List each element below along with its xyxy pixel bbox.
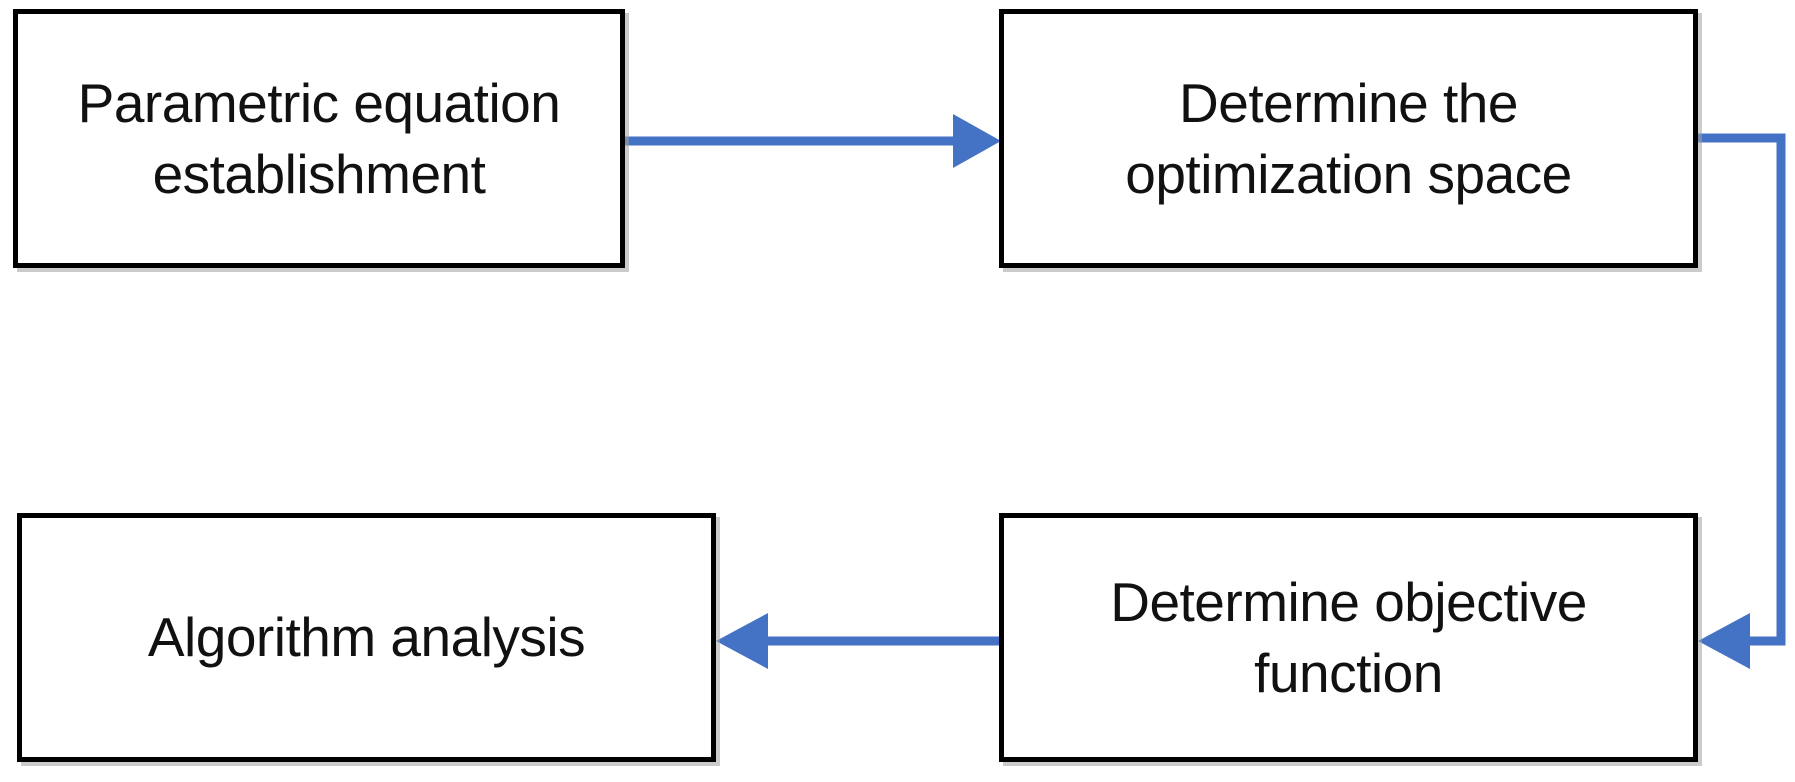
- node-determine-the-optimization-space[interactable]: Determine the optimization space: [999, 9, 1698, 268]
- connector-objective-to-algorithm: [716, 613, 999, 669]
- connector-line-optimization-to-objective: [1698, 133, 1786, 646]
- connector-optimization-to-objective: [1698, 133, 1786, 669]
- node-algorithm-analysis[interactable]: Algorithm analysis: [17, 513, 716, 762]
- node-label-parametric-equation-establishment: Parametric equation establishment: [77, 72, 561, 205]
- node-parametric-equation-establishment[interactable]: Parametric equation establishment: [13, 9, 625, 268]
- node-label-algorithm-analysis: Algorithm analysis: [147, 606, 586, 669]
- arrowhead-left-into-algorithm: [716, 613, 768, 669]
- connector-parametric-to-optimization: [625, 114, 1001, 168]
- arrowhead-left-into-objective: [1698, 613, 1750, 669]
- node-label-determine-objective-function: Determine objective function: [1110, 571, 1587, 704]
- node-label-determine-the-optimization-space: Determine the optimization space: [1125, 72, 1572, 205]
- node-determine-objective-function[interactable]: Determine objective function: [999, 513, 1698, 762]
- arrowhead-right-into-optimization: [953, 114, 1001, 168]
